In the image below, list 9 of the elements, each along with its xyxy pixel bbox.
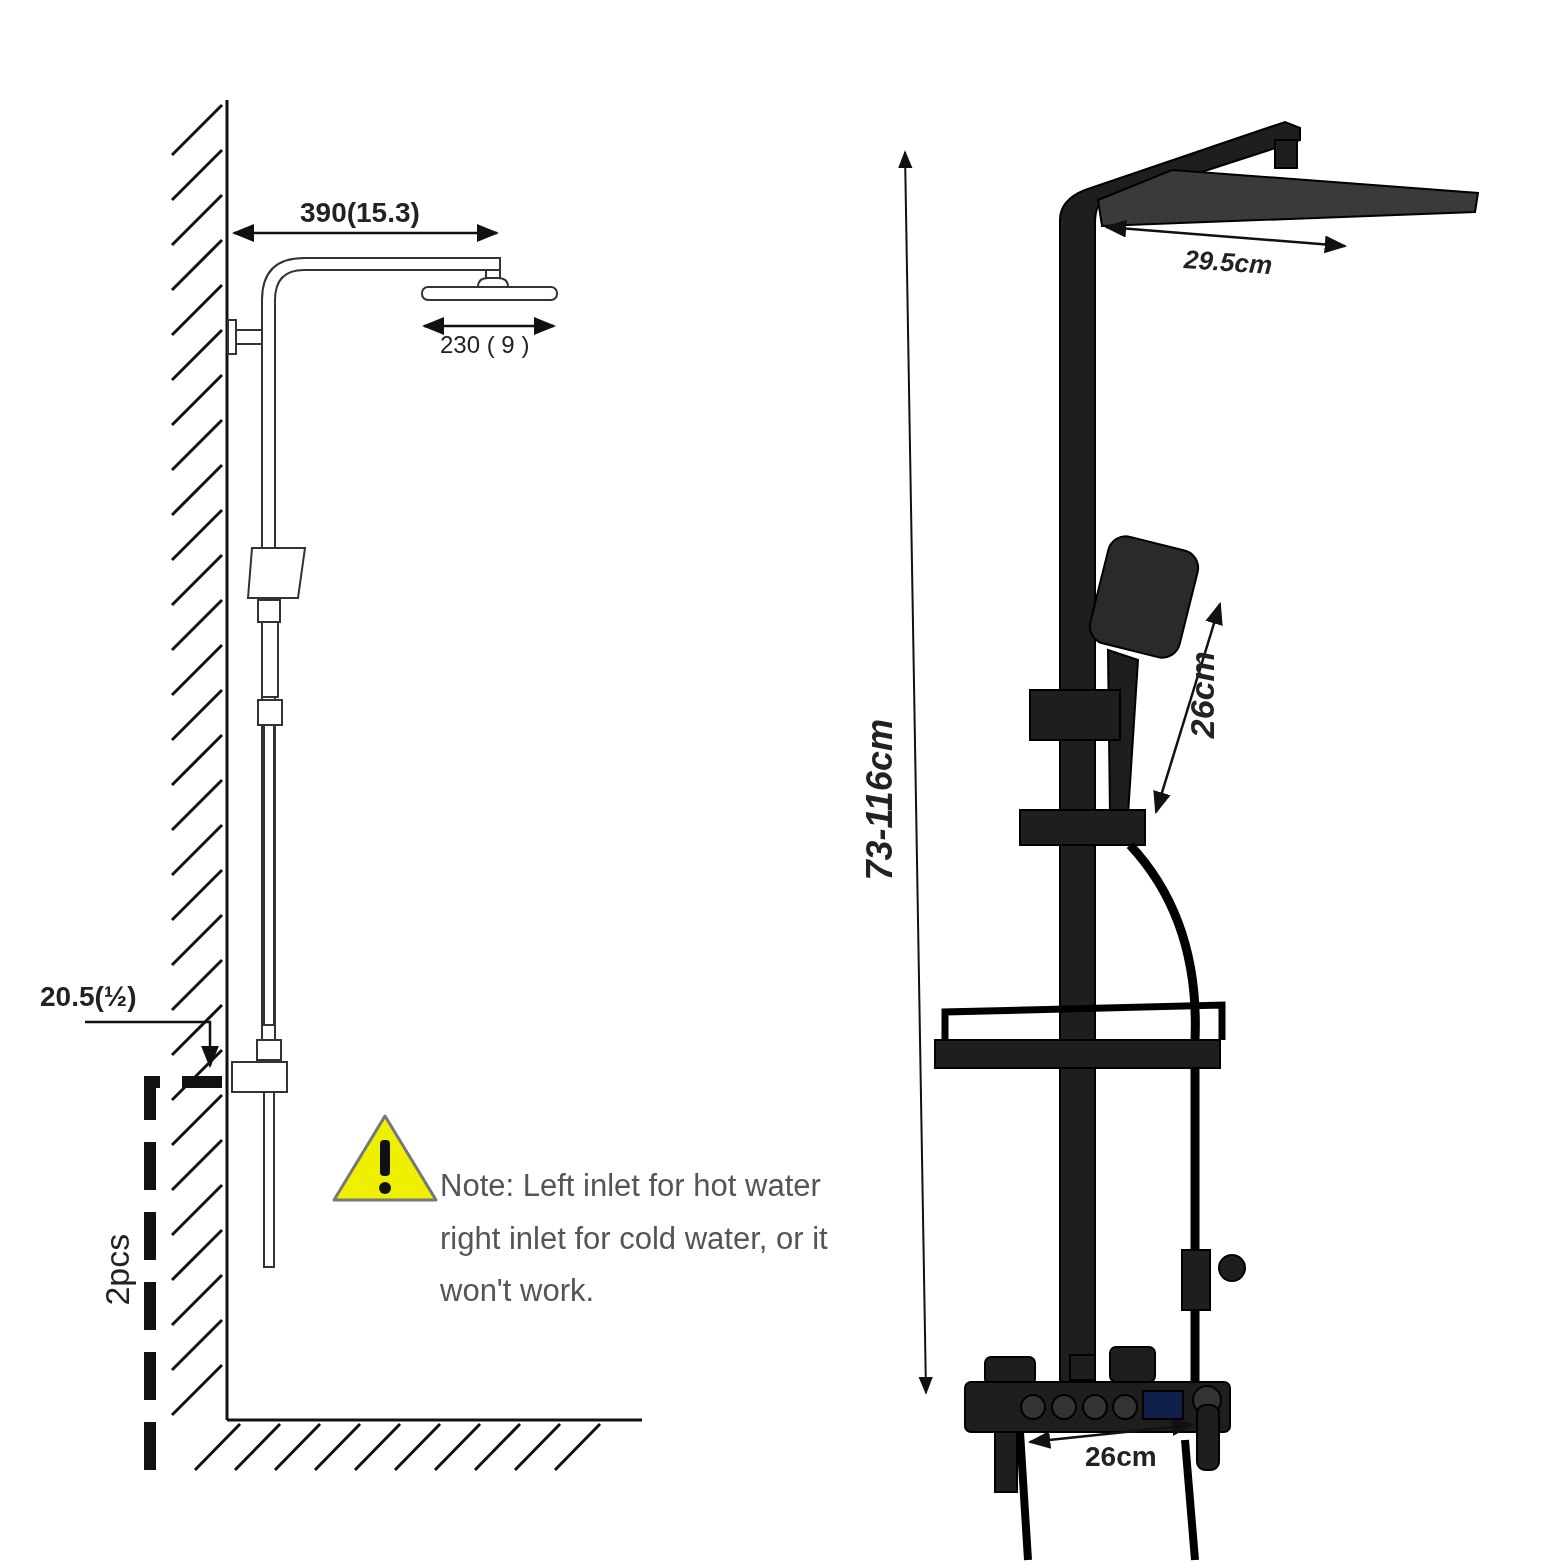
quantity-label: 2pcs <box>99 1234 137 1306</box>
dimension-label: 230 ( 9 ) <box>440 332 530 359</box>
dimension-label: 20.5(½) <box>40 982 137 1013</box>
dimension-label: 390(15.3) <box>300 198 420 229</box>
dimension-label: 26cm <box>1085 1442 1157 1473</box>
note-text: Note: Left inlet for hot water right inlet for cold water, or it won't work. <box>440 1167 829 1311</box>
dimension-label: 73-116cm <box>860 719 900 881</box>
dimension-label: 29.5cm <box>1183 244 1273 280</box>
dimension-label: 26cm <box>1183 651 1221 739</box>
